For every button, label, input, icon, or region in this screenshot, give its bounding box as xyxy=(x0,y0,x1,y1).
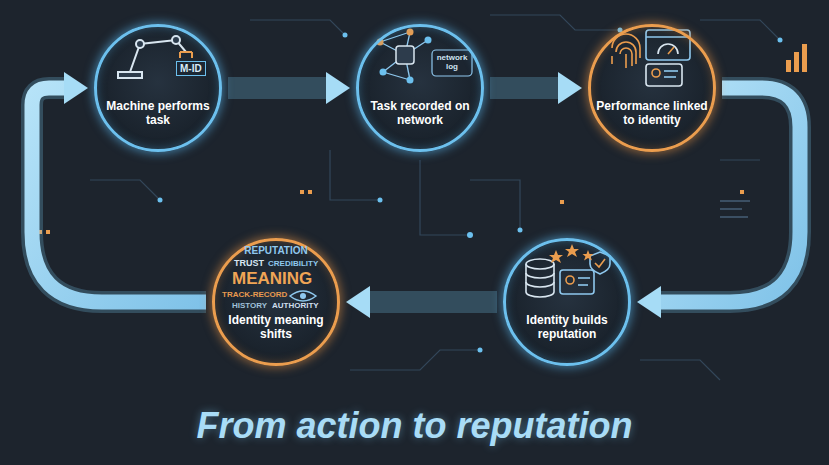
node-label: Identity meaning shifts xyxy=(218,313,334,341)
icon-tag: M-ID xyxy=(176,61,206,76)
eye-icon xyxy=(290,291,316,301)
arrow-shaft xyxy=(228,81,328,96)
arrow-glow xyxy=(490,77,560,99)
network-icon xyxy=(377,29,473,84)
arrow-head xyxy=(637,286,661,318)
flow-arrow xyxy=(490,72,582,104)
process-circle: Task recorded on network xyxy=(356,24,484,152)
process-circle: Identity builds reputation xyxy=(503,238,631,366)
diagram-title: From action to reputation xyxy=(0,405,829,447)
word-cloud-word: HISTORY xyxy=(232,302,267,311)
dash-marks xyxy=(720,200,750,218)
arrow-shaft xyxy=(32,88,206,302)
word-cloud-word: TRACK-RECORD xyxy=(222,291,287,300)
process-circle: Machine performs task xyxy=(94,24,222,152)
arrow-glow xyxy=(32,88,206,302)
node-label: Task recorded on network xyxy=(362,99,478,127)
word-cloud-word: MEANING xyxy=(232,270,312,289)
stars xyxy=(549,244,594,263)
reputation-icons xyxy=(526,252,610,297)
flow-arrow xyxy=(346,286,497,318)
icon-tag: network log xyxy=(434,54,470,72)
arrow-shaft xyxy=(368,295,497,310)
circuit-traces xyxy=(90,15,780,380)
arrow-head xyxy=(558,72,582,104)
circle-fills xyxy=(96,26,714,364)
arrow-shaft xyxy=(490,81,560,96)
process-circle: Performance linked to identity xyxy=(588,24,716,152)
arrow-glow xyxy=(228,77,328,99)
identity-icons xyxy=(612,30,690,86)
node-label: Identity builds reputation xyxy=(509,313,625,341)
arrow-head xyxy=(346,286,370,318)
word-cloud-word: REPUTATION xyxy=(240,245,312,256)
word-cloud-word: TRUST xyxy=(234,259,264,269)
word-cloud-word: CREDIBILITY xyxy=(268,260,318,269)
arrow-glow xyxy=(368,291,497,313)
arrow-head xyxy=(64,72,88,104)
flow-arrow xyxy=(228,72,350,104)
node-label: Performance linked to identity xyxy=(594,99,710,127)
node-label: Machine performs task xyxy=(100,99,216,127)
arrow-head xyxy=(326,72,350,104)
word-cloud-word: AUTHORITY xyxy=(272,302,319,311)
